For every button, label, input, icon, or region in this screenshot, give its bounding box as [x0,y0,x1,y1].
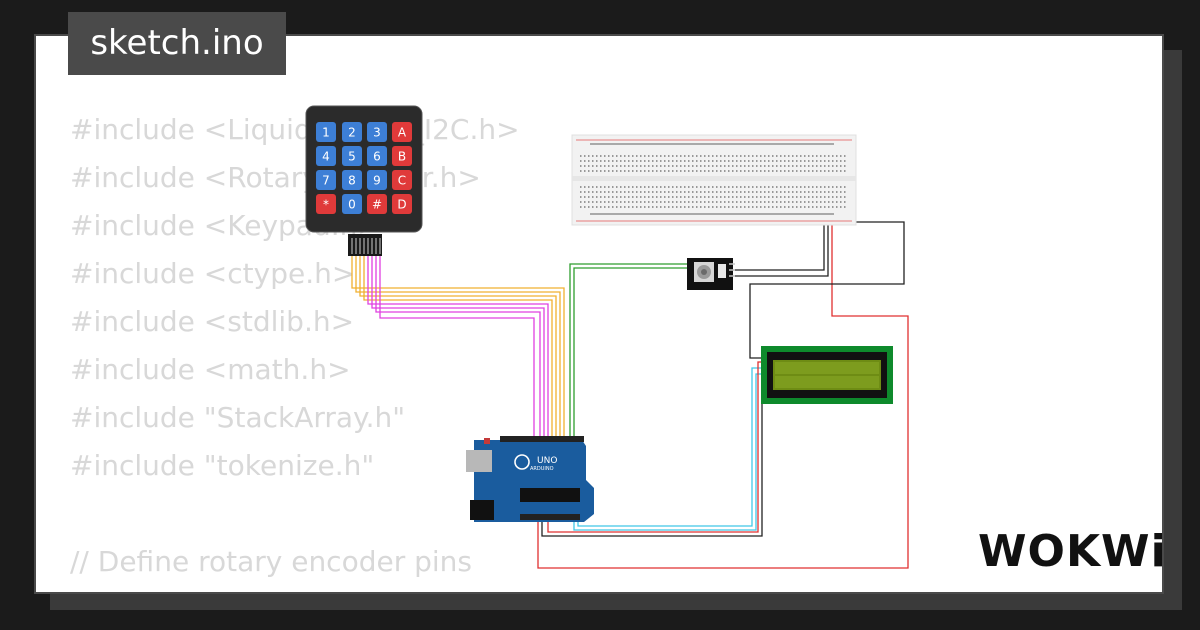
key-label: # [372,198,382,212]
key-label: C [398,174,406,188]
code-line: #include "StackArray.h" [70,401,406,434]
key-label: * [323,198,329,212]
usb-port [466,450,492,472]
code-line: #include <math.h> [70,353,351,386]
key-label: A [398,126,407,140]
arduino-logo-icon [514,454,530,470]
lcd-display[interactable] [761,346,893,404]
code-line: #include "tokenize.h" [70,449,375,482]
project-card[interactable]: #include <LiquidCrystal_I2C.h> #include … [34,34,1164,594]
key-label: 5 [348,150,356,164]
code-line: #include <stdlib.h> [70,305,355,338]
key-label: 7 [322,174,330,188]
key[interactable] [392,170,412,190]
key[interactable] [392,146,412,166]
key-label: 8 [348,174,356,188]
key[interactable] [342,194,362,214]
breadboard[interactable] [571,134,857,226]
arduino-model: UNO [537,456,557,466]
keypad-header [348,234,382,256]
arduino-brand: ARDUINO [530,466,554,472]
arduino-uno[interactable]: ARDUINO UNO [466,436,594,522]
wires [351,218,909,569]
power-jack [470,500,494,520]
reset-button[interactable] [484,438,490,444]
key-label: B [398,150,406,164]
key[interactable] [367,194,387,214]
key[interactable] [316,122,336,142]
keypad[interactable]: 1 2 3 A 4 5 6 B 7 8 9 C * 0 # D [305,105,423,256]
key-label: D [397,198,406,212]
key[interactable] [392,122,412,142]
key[interactable] [342,122,362,142]
key[interactable] [316,170,336,190]
key[interactable] [392,194,412,214]
key[interactable] [316,146,336,166]
key[interactable] [342,146,362,166]
key[interactable] [342,170,362,190]
key-label: 2 [348,126,356,140]
key-label: 1 [322,126,330,140]
key-label: 9 [373,174,381,188]
key-label: 3 [373,126,381,140]
atmega-chip [520,488,580,502]
code-line: // Define rotary encoder pins [70,545,473,578]
encoder-shaft [701,269,707,275]
wokwi-logo: WOKWi [978,526,1167,577]
key[interactable] [316,194,336,214]
key[interactable] [367,146,387,166]
file-tab[interactable]: sketch.ino [68,12,286,75]
key-label: 6 [373,150,381,164]
rotary-encoder[interactable] [687,258,735,290]
key[interactable] [367,170,387,190]
key-label: 0 [348,198,356,212]
code-line: #include <ctype.h> [70,257,356,290]
key[interactable] [367,122,387,142]
key-label: 4 [322,150,330,164]
